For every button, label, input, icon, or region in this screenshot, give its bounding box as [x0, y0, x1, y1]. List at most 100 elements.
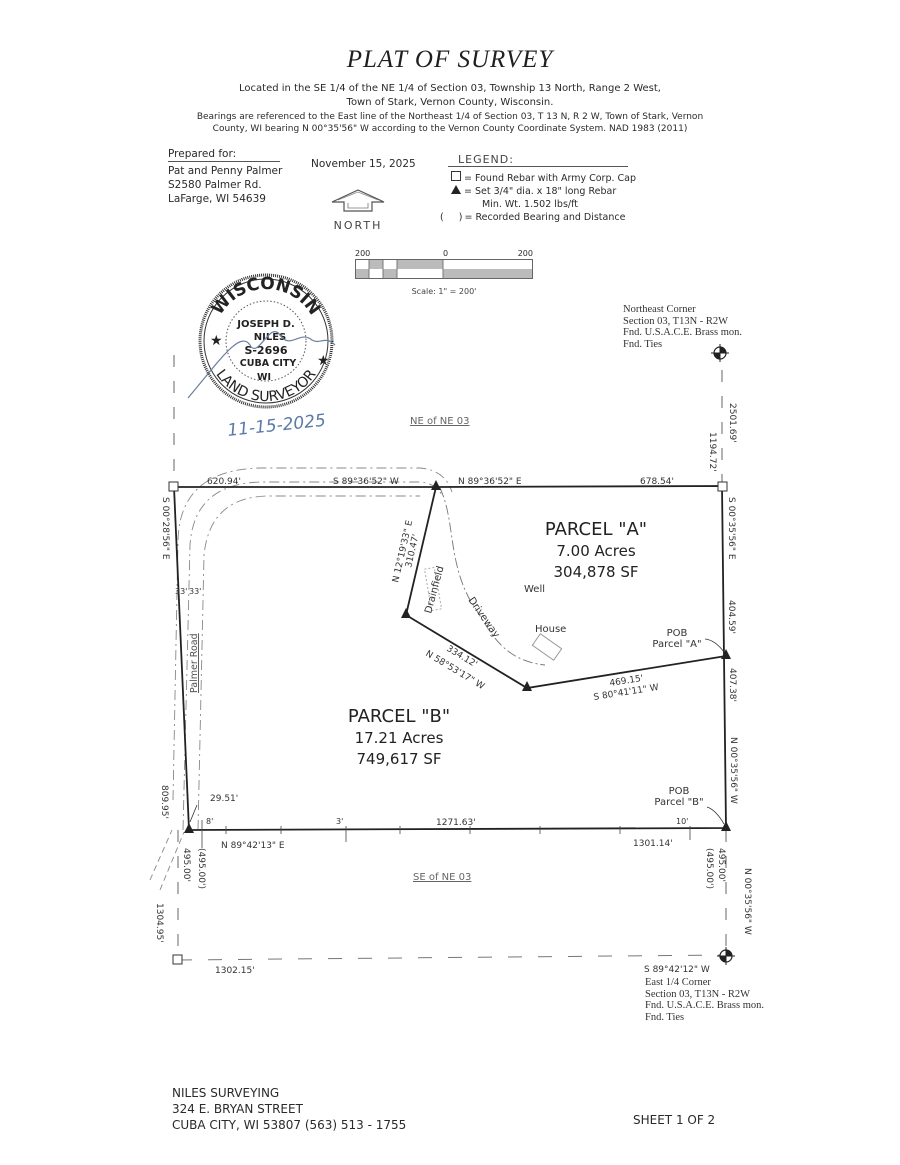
client-address: S2580 Palmer Rd.	[168, 179, 262, 191]
house-label: House	[535, 624, 566, 635]
found-rebar-icon	[168, 481, 179, 492]
signed-date: 11-15-2025	[226, 411, 326, 441]
drainfield-label: Drainfield	[423, 565, 446, 615]
found-rebar-icon	[172, 954, 183, 965]
bearing-label: N 89°42'13" E	[221, 841, 285, 851]
legend-item: = Set 3/4" dia. x 18" long Rebar	[448, 185, 636, 198]
bearing-line: County, WI bearing N 00°35'56" W accordi…	[212, 124, 688, 134]
bearing-label: N 00°35'56" W	[742, 868, 752, 935]
legend-text: = Set 3/4" dia. x 18" long Rebar	[464, 186, 617, 197]
bearing-line: Bearings are referenced to the East line…	[196, 112, 704, 122]
seal-name: NILES	[254, 332, 287, 343]
well-label: Well	[524, 584, 545, 595]
bearing-label: N 89°36'52" E	[458, 477, 522, 487]
location-description: Located in the SE 1/4 of the NE 1/4 of S…	[0, 82, 900, 110]
east-quarter-corner-note: East 1/4 Corner Section 03, T13N - R2W F…	[645, 977, 764, 1023]
parentheses-icon: ( )	[440, 212, 463, 223]
north-arrow-icon	[331, 189, 385, 212]
corner-note-line: Section 03, T13N - R2W	[645, 988, 751, 1000]
quarter-label-se: SE of NE 03	[413, 872, 471, 883]
dim-label: 8'	[206, 817, 213, 826]
set-rebar-icon	[184, 823, 194, 833]
bearing-label: S 89°42'12" W	[644, 965, 710, 975]
dim-label: 10'	[676, 817, 688, 826]
seal-state: WI	[257, 372, 271, 383]
pob-b-sublabel: Parcel "B"	[654, 797, 703, 808]
bearing-label: S 00°35'56" E	[726, 497, 736, 560]
scale-bar-graphic	[355, 259, 533, 279]
corner-note-line: Fnd. Ties	[623, 338, 663, 350]
location-line: Located in the SE 1/4 of the NE 1/4 of S…	[239, 83, 661, 94]
triangle-icon	[448, 185, 464, 198]
star-icon: ★	[317, 353, 330, 369]
client-city: LaFarge, WI 54639	[168, 193, 266, 205]
company-street: 324 E. BRYAN STREET	[172, 1102, 303, 1116]
parcel-b-sf: 749,617 SF	[357, 750, 442, 768]
dim-label: 495.00'	[716, 848, 726, 882]
dim-label: 1302.15'	[215, 966, 255, 976]
parcel-a-name: PARCEL "A"	[545, 519, 647, 540]
signature	[187, 331, 336, 399]
set-rebar-icon	[401, 608, 411, 618]
seal-license: S-2696	[244, 344, 287, 357]
client-name: Pat and Penny Palmer	[168, 165, 283, 177]
legend-text: = Recorded Bearing and Distance	[464, 212, 626, 223]
parcel-a-sf: 304,878 SF	[554, 563, 639, 581]
dim-label: 1304.95'	[154, 903, 164, 943]
section-corner-icon	[717, 947, 735, 965]
north-arrow: NORTH	[328, 189, 388, 232]
dim-label: 620.94'	[207, 477, 241, 487]
corner-note-line: East 1/4 Corner	[645, 977, 711, 988]
dim-label: 1301.14'	[633, 839, 673, 849]
prepared-for-heading: Prepared for:	[168, 147, 280, 162]
corner-note-line: Northeast Corner	[623, 304, 696, 315]
square-icon	[448, 171, 464, 185]
company-city-phone: CUBA CITY, WI 53807 (563) 513 - 1755	[172, 1118, 407, 1132]
dim-label: 495.00'	[181, 848, 191, 882]
set-rebar-icon	[522, 681, 532, 691]
location-line: Town of Stark, Vernon County, Wisconsin.	[346, 97, 554, 108]
dim-label: 2501.69'	[727, 403, 737, 443]
road-label: Palmer Road	[189, 633, 200, 693]
legend-item: ( ) = Recorded Bearing and Distance	[440, 211, 636, 224]
dim-label: 678.54'	[640, 477, 674, 487]
dim-label: 407.38'	[727, 668, 737, 702]
northeast-corner-note: Northeast Corner Section 03, T13N - R2W …	[623, 304, 742, 350]
set-rebar-icon	[431, 480, 441, 490]
scale-right: 200	[517, 249, 533, 258]
dim-label: 33'	[189, 587, 201, 596]
bearing-label: N 00°35'56" W	[728, 737, 738, 804]
company-name: NILES SURVEYING	[172, 1086, 280, 1100]
dim-label: 29.51'	[210, 794, 238, 804]
driveway-label: Driveway	[466, 595, 502, 640]
star-icon: ★	[210, 333, 223, 349]
survey-date: November 15, 2025	[311, 158, 416, 170]
scale-middle: 0	[443, 249, 449, 258]
seal-top-text: WISCONSIN	[208, 274, 324, 319]
found-rebar-icon	[717, 481, 728, 492]
corner-note-line: Fnd. U.S.A.C.E. Brass mon.	[623, 327, 743, 338]
set-rebar-icon	[721, 821, 731, 831]
surveyor-seal: WISCONSIN LAND SURVEYOR JOSEPH D. NILES …	[187, 273, 336, 441]
quarter-label-ne: NE of NE 03	[410, 416, 470, 427]
set-rebar-icon	[721, 649, 731, 659]
legend-text-sub: Min. Wt. 1.502 lbs/ft	[482, 199, 578, 210]
corner-note-line: Fnd. Ties	[645, 1011, 685, 1023]
scale-left: 200	[355, 249, 371, 258]
legend-heading: LEGEND:	[448, 153, 628, 167]
prepared-for-block: Prepared for: Pat and Penny Palmer S2580…	[168, 147, 282, 206]
page-title: PLAT OF SURVEY	[346, 46, 554, 73]
corner-note-line: Fnd. U.S.A.C.E. Brass mon.	[645, 1000, 765, 1011]
scale-bar: 200 0 200 Scale: 1" = 200'	[355, 249, 533, 296]
corner-note-line: Section 03, T13N - R2W	[623, 315, 729, 327]
pob-a-label: POB	[667, 628, 688, 639]
dim-label: 3'	[336, 817, 343, 826]
bearing-label: S 00°28'56" E	[160, 497, 170, 560]
recorded-dim-label: (495.00')	[704, 848, 714, 889]
parcel-a-acres: 7.00 Acres	[556, 542, 635, 560]
section-corner-icon	[711, 344, 729, 362]
surveyor-footer: NILES SURVEYING 324 E. BRYAN STREET CUBA…	[172, 1085, 406, 1133]
legend: LEGEND: = Found Rebar with Army Corp. Ca…	[440, 153, 636, 224]
scale-caption: Scale: 1" = 200'	[411, 287, 477, 296]
